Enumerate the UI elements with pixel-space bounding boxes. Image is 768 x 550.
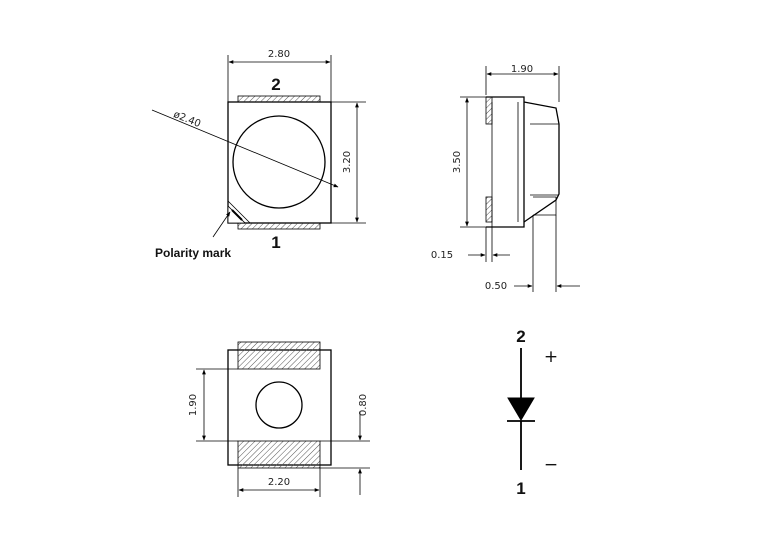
top-view: 2.80 3.20 ø2.40 2 1 Polarity mark	[151, 49, 366, 260]
bottom-height-dim: 1.90	[188, 394, 199, 416]
minus-sign: −	[544, 455, 558, 475]
top-pin-1: 1	[271, 233, 280, 252]
plus-sign: +	[544, 347, 558, 367]
side-view-lens	[523, 101, 560, 223]
side-lead	[533, 196, 557, 216]
top-width-dim: 2.80	[268, 49, 290, 60]
side-view-body	[486, 96, 525, 228]
side-height-dim: 3.50	[452, 151, 463, 173]
side-pad-bottom	[485, 196, 493, 223]
bottom-pad-top	[237, 341, 321, 370]
bottom-pad-dim: 0.80	[358, 394, 369, 416]
side-view: 1.90 3.50 0.15 0.50	[431, 64, 580, 292]
diode-symbol: 2 1 + −	[507, 327, 558, 498]
bottom-view: 1.90 0.80 2.20	[188, 341, 370, 497]
symbol-pin-1: 1	[516, 479, 525, 498]
symbol-pin-2: 2	[516, 327, 525, 346]
lens-circle	[232, 115, 326, 209]
polarity-mark-label: Polarity mark	[155, 246, 231, 260]
bottom-center-circle	[255, 381, 303, 429]
bottom-width-dim: 2.20	[268, 477, 290, 488]
bottom-pad-bottom	[237, 440, 321, 469]
side-pad-top	[485, 96, 493, 125]
diode-triangle	[507, 397, 535, 421]
top-height-dim: 3.20	[342, 151, 353, 173]
diameter-leader	[151, 109, 339, 188]
side-dim-015: 0.15	[431, 250, 453, 261]
polarity-corner	[227, 200, 251, 224]
top-view-pad-top	[237, 95, 321, 103]
side-width-dim: 1.90	[511, 64, 533, 75]
diameter-dim: ø2.40	[172, 109, 202, 130]
top-view-pad-bottom	[237, 222, 321, 230]
top-pin-2: 2	[271, 75, 280, 94]
side-dim-050: 0.50	[485, 281, 507, 292]
